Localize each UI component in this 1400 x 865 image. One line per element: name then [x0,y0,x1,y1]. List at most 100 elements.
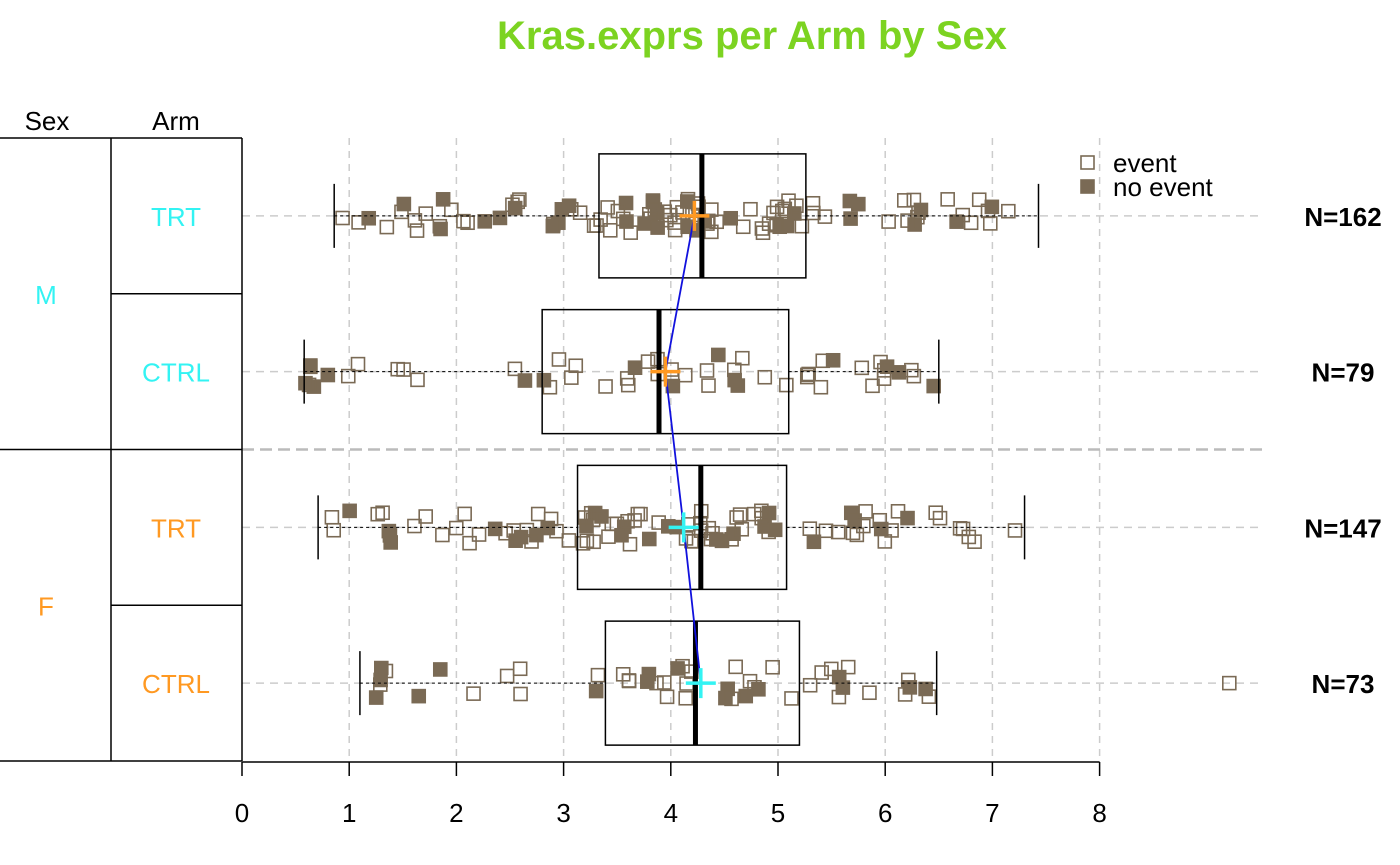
arm-label: CTRL [142,358,210,388]
point-event [801,366,816,382]
x-tick-label: 0 [235,798,249,828]
point-event [900,213,915,228]
point-no-event [618,195,634,211]
point-no-event [545,218,561,234]
point-event [601,529,616,544]
point-event [561,533,577,548]
point-event [585,512,601,527]
point-no-event [918,681,933,697]
point-event [471,527,487,542]
point-event [667,215,682,230]
point-event [784,691,799,706]
point-no-event [507,200,523,216]
point-event [729,510,744,525]
point-no-event [640,674,655,689]
point-event [551,352,567,367]
point-no-event [806,534,822,550]
point-event [699,363,715,378]
point-no-event [645,194,661,210]
point-no-event [411,688,427,704]
point-no-event [594,509,609,524]
point-no-event [637,216,652,231]
x-tick-label: 5 [771,798,785,828]
point-event [568,358,584,374]
point-event [610,203,626,219]
x-tick-label: 2 [449,798,463,828]
point-no-event [432,662,448,677]
point-event [814,665,829,680]
point-event [409,223,425,238]
outlier-point [1222,675,1237,691]
point-no-event [680,194,695,209]
point-event [444,202,459,218]
point-no-event [984,199,1000,215]
point-event [586,218,602,233]
point-event [743,201,758,217]
point-no-event [374,660,389,676]
point-event [802,521,818,536]
point-no-event [435,192,451,207]
point-event [777,201,793,217]
x-tick-label: 7 [985,798,999,828]
point-no-event [727,372,742,388]
point-event [799,369,815,385]
arm-label: CTRL [142,669,210,699]
point-event [499,668,515,684]
sex-label: F [38,591,54,621]
point-no-event [835,680,851,695]
point-event [881,214,896,229]
point-event [980,203,996,219]
point-no-event [342,503,357,519]
point-event [732,507,748,522]
point-event [630,506,646,522]
table-header-sex: Sex [25,106,70,136]
point-event [932,510,948,526]
sex-label: M [35,280,57,310]
point-no-event [670,661,685,676]
point-event [728,659,743,675]
point-event [840,659,856,675]
x-tick-label: 8 [1092,798,1106,828]
point-event [549,523,564,539]
point-event [586,534,601,550]
n-label: N=162 [1304,202,1381,232]
box [604,620,801,746]
point-event [1007,523,1023,538]
point-event [647,202,663,217]
point-no-event [373,672,388,688]
point-event [781,193,796,208]
point-event [659,689,675,705]
point-no-event [891,365,907,380]
arm-label: TRT [151,513,201,543]
point-no-event [650,220,665,235]
point-no-event [767,522,783,538]
point-event [335,210,350,226]
x-tick-label: 6 [878,798,892,828]
legend-marker [1080,155,1095,170]
point-event [326,522,342,538]
point-event [498,525,513,541]
point-event [602,223,618,238]
point-event [418,509,433,524]
point-event [448,520,464,536]
point-event [789,198,804,214]
point-no-event [477,214,493,229]
point-event [542,379,558,395]
point-no-event [361,210,377,226]
point-event [805,195,821,211]
point-event [704,224,719,240]
point-event [622,536,638,552]
point-no-event [926,378,942,394]
point-event [577,510,593,525]
n-label: N=79 [1312,358,1375,388]
point-no-event [726,526,741,542]
point-event [590,667,606,683]
point-event [911,205,926,220]
point-event [462,535,477,551]
box [576,464,788,591]
point-event [623,225,639,240]
point-no-event [900,510,915,526]
x-tick-label: 1 [342,798,356,828]
